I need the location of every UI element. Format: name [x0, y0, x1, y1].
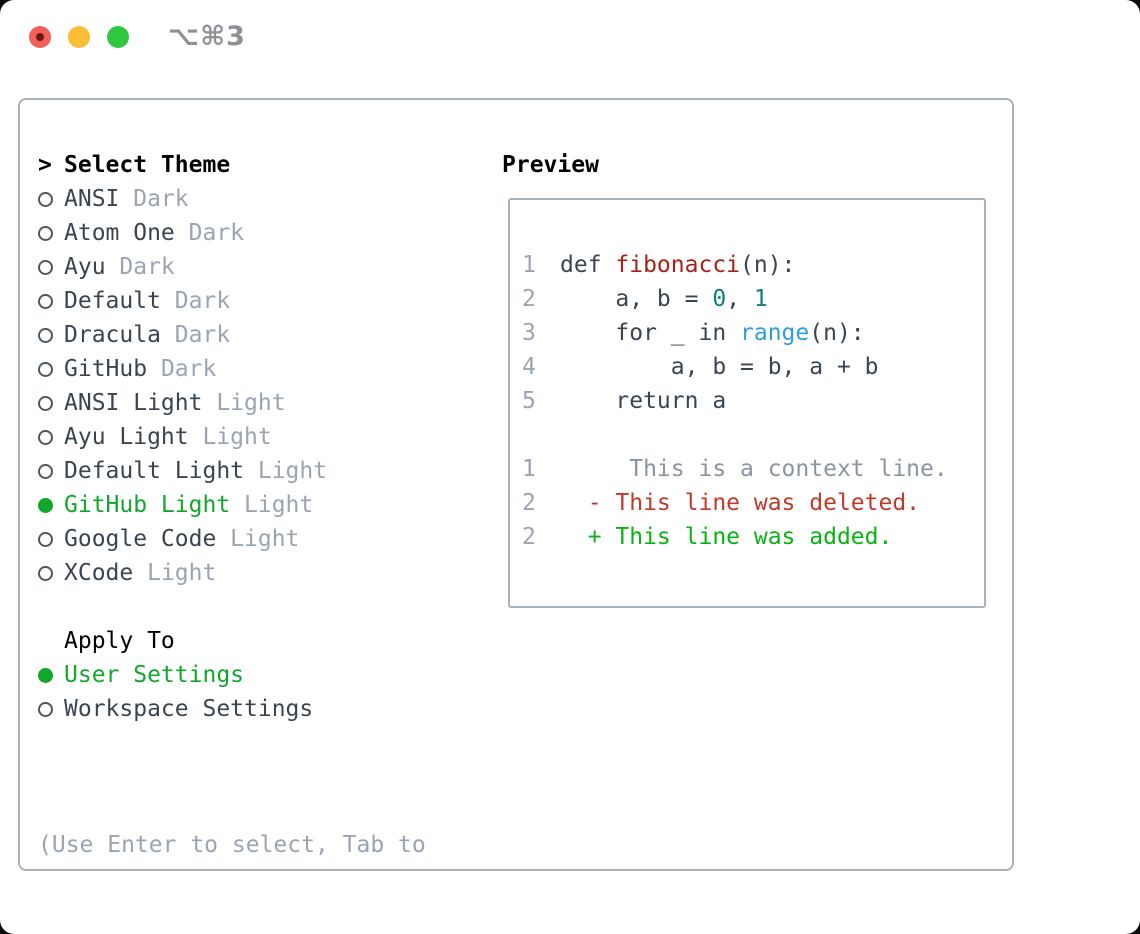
- line-number: 1: [522, 252, 536, 278]
- radio-icon: [38, 225, 53, 241]
- radio-icon: [38, 259, 53, 275]
- select-theme-title: Select Theme: [64, 152, 231, 178]
- radio-icon: [38, 327, 53, 343]
- close-button[interactable]: [29, 26, 51, 48]
- line-number: 3: [522, 320, 536, 346]
- apply-to-option[interactable]: Workspace Settings: [38, 692, 478, 726]
- radio-icon: [38, 191, 53, 207]
- code-token-code: ,: [726, 286, 754, 312]
- line-number: 5: [522, 388, 536, 414]
- variant-tag: Light: [257, 458, 328, 484]
- variant-tag: Light: [202, 424, 272, 450]
- radio-icon: [38, 293, 53, 309]
- preview-code-line: 1 def fibonacci(n):: [522, 248, 984, 282]
- radio-icon: [38, 361, 53, 377]
- code-token-code: (n):: [740, 252, 796, 278]
- variant-tag: Dark: [188, 220, 245, 246]
- prompt-caret-icon: >: [38, 152, 52, 178]
- variant-tag: Dark: [174, 288, 231, 314]
- line-number: 2: [522, 524, 536, 550]
- radio-icon: [38, 429, 53, 445]
- variant-tag: Dark: [174, 322, 231, 348]
- code-token-deleted: - This line was deleted.: [560, 490, 921, 516]
- variant-tag: Light: [244, 492, 314, 518]
- variant-tag: Dark: [160, 356, 217, 382]
- code-token-code: a, b = b, a + b: [560, 354, 879, 380]
- radio-icon: [38, 463, 53, 479]
- radio-selected-icon: [38, 497, 53, 513]
- select-theme-header: > Select Theme: [38, 148, 478, 182]
- code-token-code: a, b =: [560, 286, 713, 312]
- code-token-code: def: [560, 252, 616, 278]
- preview-code-line: 2 - This line was deleted.: [522, 486, 984, 520]
- minimize-button[interactable]: [68, 26, 90, 48]
- apply-to-header: Apply To: [38, 624, 478, 658]
- preview-code-line: 5 return a: [522, 384, 984, 418]
- preview-code-line: 3 for _ in range(n):: [522, 316, 984, 350]
- radio-icon: [38, 395, 53, 411]
- preview-code-line: 2 + This line was added.: [522, 520, 984, 554]
- window-title: ⌥⌘3: [168, 21, 246, 52]
- code-token-context: This is a context line.: [560, 456, 948, 482]
- hint-text: (Use Enter to select, Tab to change focu…: [38, 760, 478, 934]
- radio-selected-icon: [38, 667, 53, 683]
- section-gap: [38, 726, 478, 760]
- code-token-builtin: range: [740, 320, 810, 346]
- line-number: 2: [522, 490, 536, 516]
- line-number: 4: [522, 354, 536, 380]
- code-token-code: return a: [560, 388, 727, 414]
- preview-code-line: 1 This is a context line.: [522, 452, 984, 486]
- preview-title: Preview: [502, 152, 599, 178]
- code-token-num: 1: [753, 286, 768, 312]
- code-token-func: fibonacci: [615, 252, 741, 278]
- radio-icon: [38, 531, 53, 547]
- preview-code-line: 2 a, b = 0, 1: [522, 282, 984, 316]
- hint-line: (Use Enter to select, Tab to: [38, 832, 426, 858]
- variant-tag: Dark: [133, 186, 189, 212]
- variant-tag: Dark: [119, 254, 175, 280]
- radio-icon: [38, 565, 53, 581]
- hint-line: change focus): [38, 930, 478, 934]
- radio-icon: [38, 701, 53, 717]
- code-token-code: for _ in: [560, 320, 741, 346]
- preview-code-line: [522, 418, 984, 452]
- zoom-button[interactable]: [107, 26, 129, 48]
- code-token-added: + This line was added.: [560, 524, 893, 550]
- window-titlebar: ⌥⌘3: [29, 21, 246, 52]
- code-token-num: 0: [712, 286, 727, 312]
- apply-to-title: Apply To: [64, 628, 175, 654]
- variant-tag: Light: [230, 526, 300, 552]
- variant-tag: Light: [216, 390, 286, 416]
- apply-to-options-group: User Settings Workspace Settings: [38, 658, 478, 726]
- code-token-code: (n):: [809, 320, 865, 346]
- line-number: 2: [522, 286, 536, 312]
- section-gap: [38, 590, 478, 624]
- variant-tag: Light: [147, 560, 217, 586]
- apply-to-option[interactable]: User Settings: [38, 658, 478, 692]
- preview-code-line: 4 a, b = b, a + b: [522, 350, 984, 384]
- line-number: 1: [522, 456, 536, 482]
